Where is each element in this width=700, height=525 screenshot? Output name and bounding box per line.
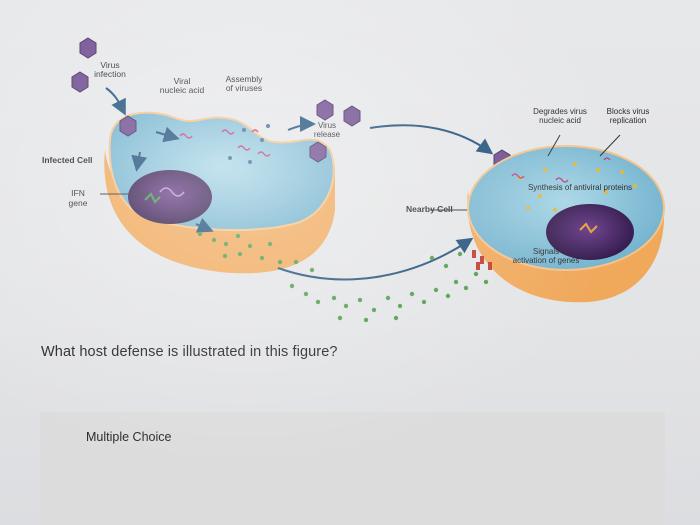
interferon-molecules bbox=[197, 231, 489, 323]
infected-cell-nucleus bbox=[128, 170, 212, 224]
infected-cell bbox=[100, 111, 336, 274]
multiple-choice-label: Multiple Choice bbox=[86, 430, 172, 444]
infected-cell-membrane bbox=[104, 150, 336, 274]
label-signals-1: Signals bbox=[533, 247, 559, 256]
question-text: What host defense is illustrated in this… bbox=[41, 344, 338, 360]
label-synthesis: Synthesis of antiviral proteins bbox=[528, 183, 632, 192]
label-blocks-1: Blocks virus bbox=[607, 107, 650, 116]
label-ifn-gene-2: gene bbox=[69, 198, 88, 208]
label-virus-infection-1: Virus bbox=[100, 60, 119, 70]
label-viral-nucleic-acid-2: nucleic acid bbox=[160, 85, 205, 95]
label-infected-cell: Infected Cell bbox=[42, 155, 93, 165]
label-assembly-1: Assembly bbox=[226, 74, 264, 84]
label-nearby-cell: Nearby Cell bbox=[406, 204, 453, 214]
virus-particles bbox=[71, 37, 511, 171]
label-blocks-2: replication bbox=[610, 116, 646, 125]
label-degrades-2: nucleic acid bbox=[539, 116, 581, 125]
label-virus-release-2: release bbox=[314, 130, 341, 139]
process-arrows bbox=[105, 87, 544, 281]
label-virus-release-1: Virus bbox=[318, 121, 336, 130]
label-ifn-gene-1: IFN bbox=[71, 188, 85, 198]
label-viral-nucleic-acid-1: Viral bbox=[174, 76, 191, 86]
label-assembly-2: of viruses bbox=[226, 83, 262, 93]
label-degrades-1: Degrades virus bbox=[533, 107, 587, 116]
nearby-cell bbox=[467, 134, 665, 303]
figure-labels: Virus infection Viral nucleic acid Assem… bbox=[42, 60, 649, 265]
label-virus-infection-2: infection bbox=[94, 69, 126, 79]
label-signals-2: activation of genes bbox=[513, 256, 580, 265]
interferon-figure: Virus infection Viral nucleic acid Assem… bbox=[42, 37, 665, 323]
answer-panel: Multiple Choice bbox=[40, 412, 665, 525]
